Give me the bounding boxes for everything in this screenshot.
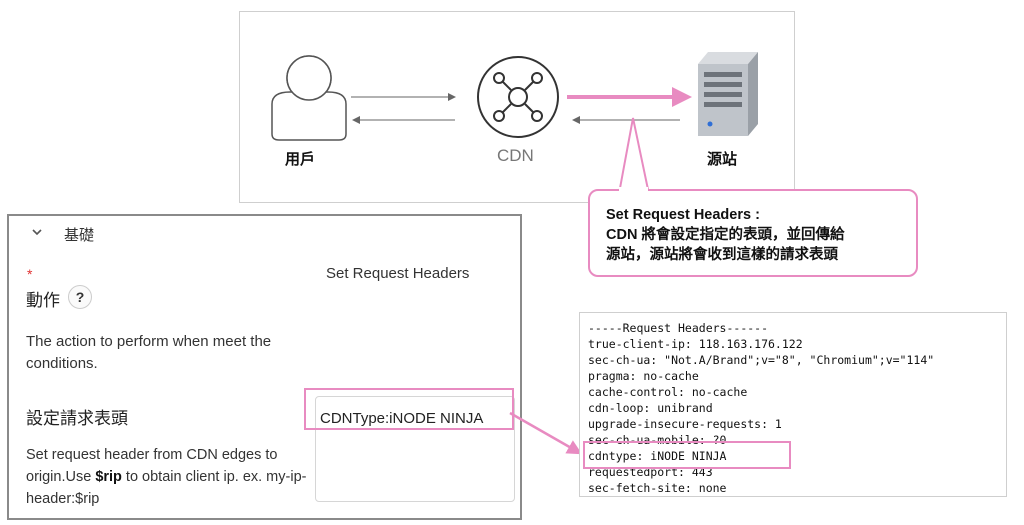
diagram-graphics [271,52,758,200]
header-desc-variable: $rip [95,469,122,485]
origin-label: 源站 [707,151,738,168]
cdn-network-icon [477,56,559,138]
section-title[interactable]: 基礎 [64,227,95,244]
settings-panel: 基礎 * 動作 ? Set Request Headers The action… [7,214,522,520]
callout-line-2: CDN 將會設定指定的表頭，並回傳給 [606,227,845,243]
header-setting-title: 設定請求表頭 [26,409,128,428]
cdn-flow-diagram: 用戶 CDN 源站 [239,11,795,203]
user-icon [271,55,347,141]
cdn-label: CDN [497,146,534,165]
server-icon [698,52,758,136]
user-label: 用戶 [285,151,316,168]
header-desc-text-2: to obtain client ip. ex. my-ip-header:$r… [26,469,307,507]
code-line: cache-control: no-cache [588,385,748,399]
action-title: 動作 [26,291,60,310]
callout-seam [619,187,648,191]
callout-line-3: 源站，源站將會收到這樣的請求表頭 [606,247,838,263]
help-icon[interactable]: ? [68,285,92,309]
header-setting-description: Set request header from CDN edges to ori… [26,444,316,510]
code-line: cdn-loop: unibrand [588,401,713,415]
request-header-input-value[interactable]: CDNType:iNODE NINJA [320,410,484,427]
required-mark: * [27,266,33,282]
header-desc-text-1: Set request header from CDN edges to ori… [26,447,278,485]
action-description: The action to perform when meet the cond… [26,333,272,372]
callout-title: Set Request Headers : [606,207,760,223]
code-line: sec-ch-ua: "Not.A/Brand";v="8", "Chromiu… [588,353,935,367]
input-highlight-box [304,388,514,430]
chevron-down-icon[interactable] [31,226,43,240]
code-line: pragma: no-cache [588,369,699,383]
code-line: true-client-ip: 118.163.176.122 [588,337,803,351]
code-line: -----Request Headers------ [588,321,769,335]
code-line: sec-ch-ua-mobile: ?0 [588,433,727,447]
request-headers-output: -----Request Headers------ true-client-i… [579,312,1007,497]
action-value: Set Request Headers [326,265,470,282]
highlight-cdntype-line [583,441,791,469]
callout-box: Set Request Headers : CDN 將會設定指定的表頭，並回傳給… [588,189,918,277]
request-header-input[interactable]: CDNType:iNODE NINJA [304,388,515,502]
code-line: sec-fetch-site: none [588,481,727,495]
code-line: cdntype: iNODE NINJA [588,449,727,463]
code-line: upgrade-insecure-requests: 1 [588,417,782,431]
